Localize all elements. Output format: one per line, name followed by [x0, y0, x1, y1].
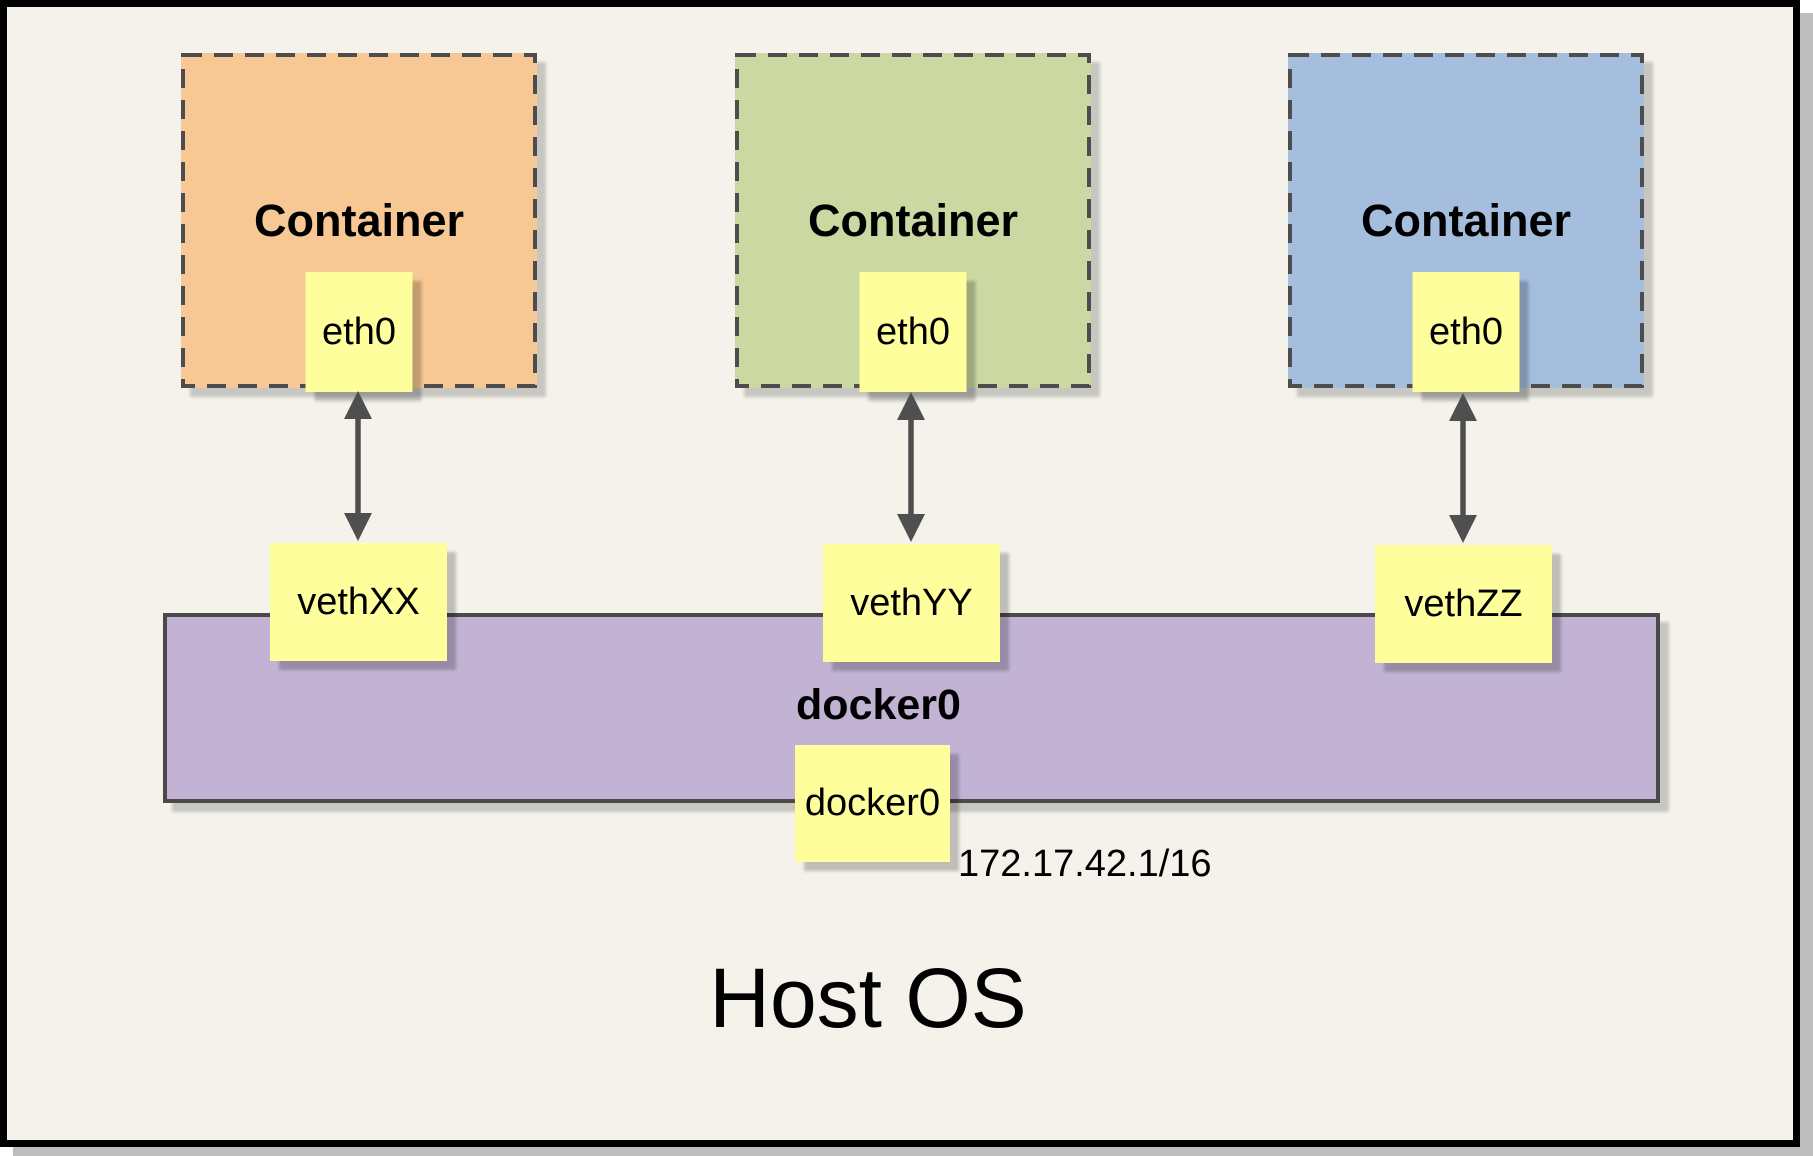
eth0-interface-box: eth0	[859, 272, 967, 392]
container-box: Container eth0	[181, 53, 537, 392]
container-box: Container eth0	[735, 53, 1091, 392]
veth-box: vethZZ	[1375, 545, 1552, 663]
container-label: Container	[1360, 194, 1572, 246]
container-label: Container	[253, 194, 465, 246]
veth-label: vethZZ	[1404, 582, 1523, 625]
veth-label: vethYY	[850, 581, 973, 624]
eth0-interface-box: eth0	[1412, 272, 1520, 392]
eth0-interface-box: eth0	[305, 272, 413, 392]
bridge-ip-label: 172.17.42.1/16	[958, 843, 1212, 885]
eth0-label: eth0	[876, 310, 950, 353]
container-label: Container	[807, 194, 1019, 246]
veth-box: vethXX	[270, 543, 447, 661]
host-os-label: Host OS	[709, 951, 1027, 1045]
eth0-label: eth0	[1429, 310, 1503, 353]
docker0-interface-label: docker0	[804, 782, 941, 824]
docker0-bridge-label: docker0	[796, 681, 961, 729]
eth0-label: eth0	[322, 310, 396, 353]
veth-label: vethXX	[297, 580, 420, 623]
container-box: Container eth0	[1288, 53, 1644, 392]
veth-box: vethYY	[823, 544, 1000, 662]
docker0-interface-box: docker0	[795, 745, 950, 862]
